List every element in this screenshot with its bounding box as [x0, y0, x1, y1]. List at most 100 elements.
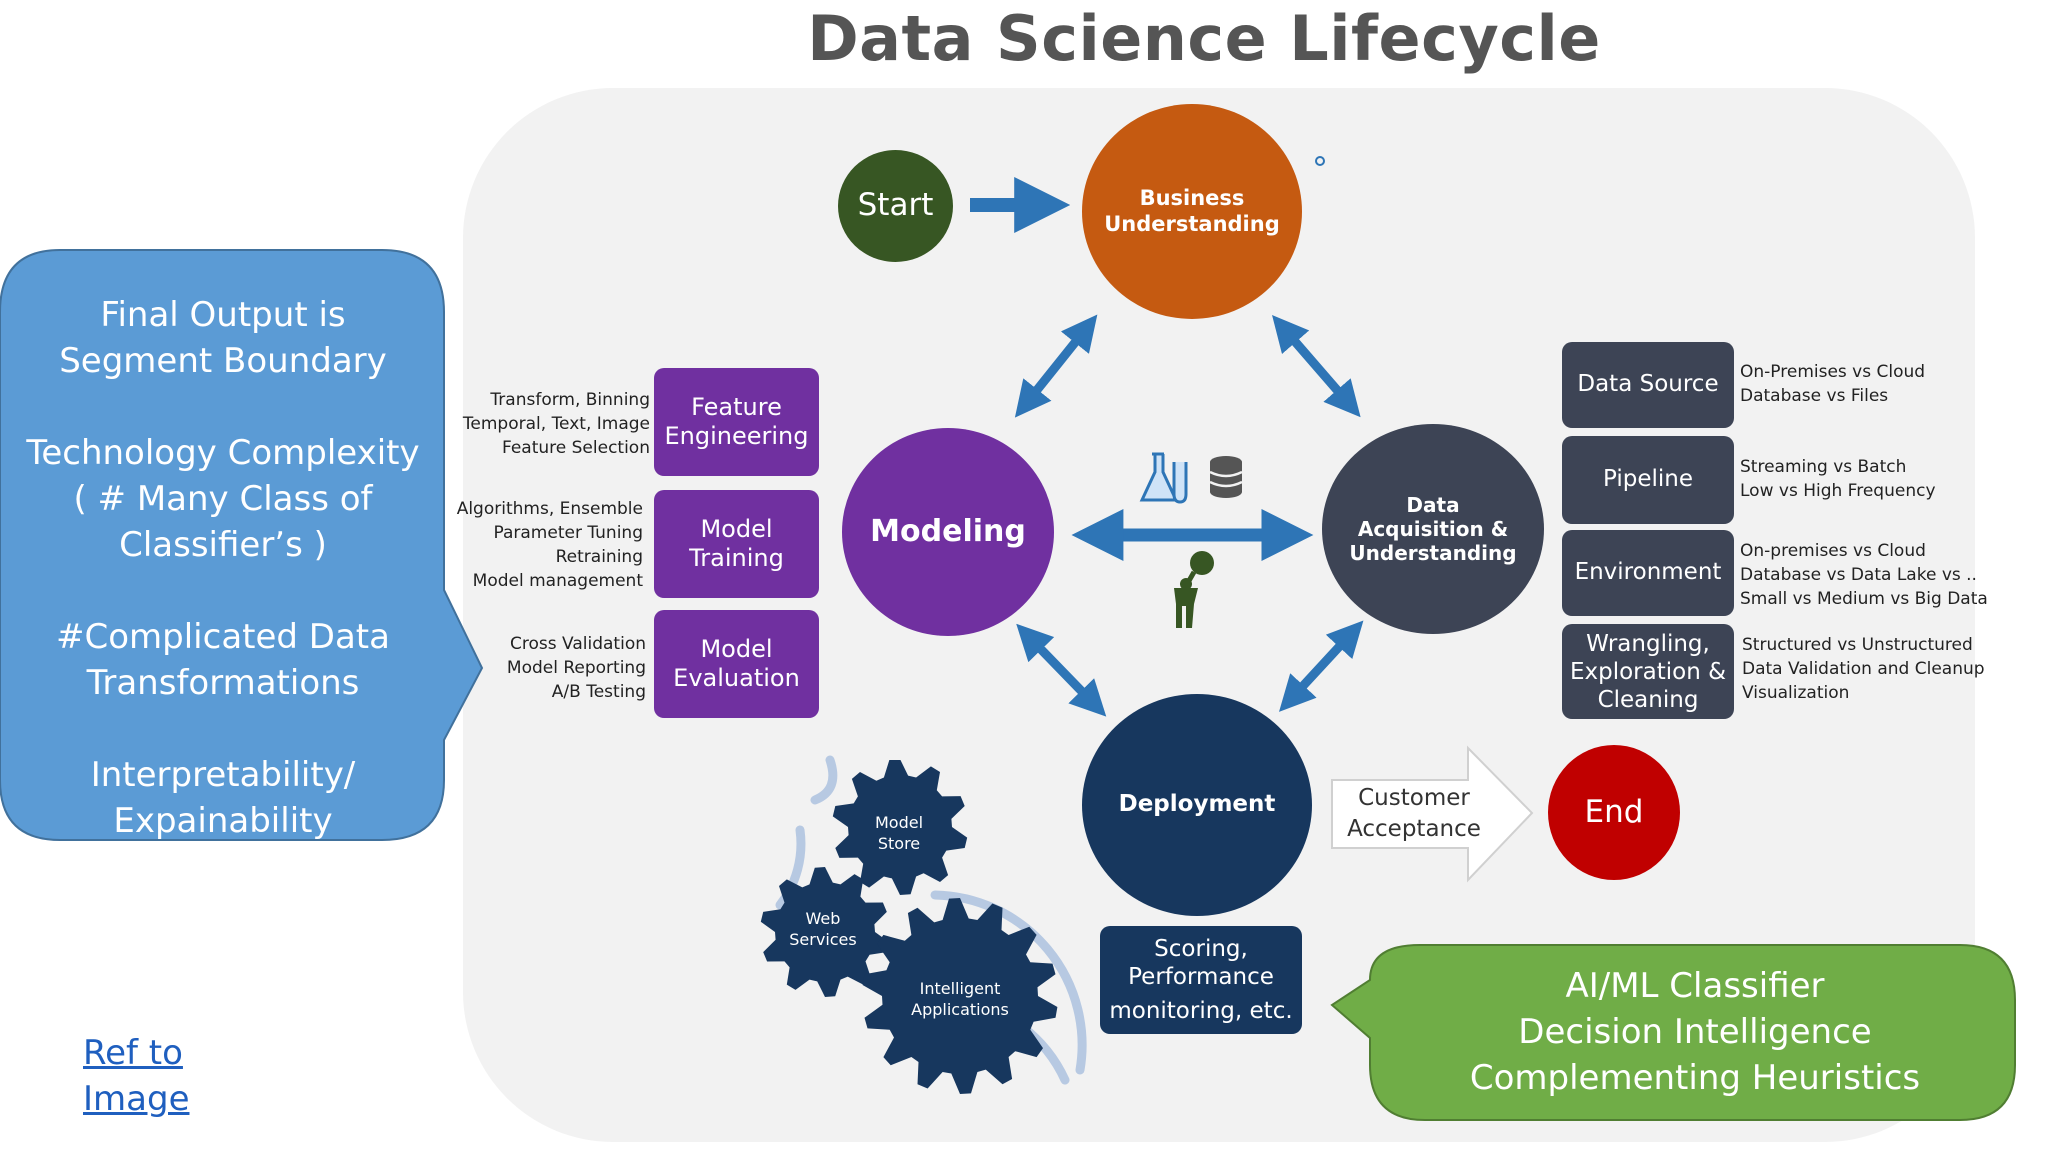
wrangling-box: Wrangling, Exploration & Cleaning [1562, 624, 1734, 719]
model-training-box: Model Training [654, 490, 819, 598]
callout-line: Segment Boundary [59, 341, 387, 381]
start-node: Start [838, 150, 953, 262]
gear-label-line: Web [805, 909, 841, 928]
model-training-notes: Algorithms, Ensemble Parameter Tuning Re… [450, 497, 643, 593]
scoring-box: Scoring, Performance monitoring, etc. [1100, 926, 1302, 1034]
environment-box: Environment [1562, 530, 1734, 616]
modeling-node: Modeling [842, 428, 1054, 636]
environment-notes: On-premises vs Cloud Database vs Data La… [1740, 539, 2030, 611]
callout-line: AI/ML Classifier [1565, 966, 1825, 1006]
note-line: Database vs Data Lake vs .. [1740, 565, 1977, 585]
callout-line: Interpretability/ [90, 755, 356, 795]
right-callout-text: AI/ML Classifier Decision Intelligence C… [1380, 963, 2010, 1101]
callout-line: ( # Many Class of [73, 479, 373, 519]
arrow-business-modeling [1014, 314, 1098, 418]
gears-group [760, 760, 1058, 1094]
database-icon [1209, 456, 1243, 498]
note-line: Algorithms, Ensemble [456, 499, 643, 519]
business-label-line-1: Business [1139, 186, 1245, 211]
note-line: Transform, Binning [490, 390, 650, 410]
model-store-gear-label: Model Store [854, 812, 944, 854]
left-callout-text: Final Output is Segment Boundary Technol… [8, 292, 438, 844]
note-line: Low vs High Frequency [1740, 481, 1936, 501]
callout-spacer [8, 568, 438, 614]
callout-line: #Complicated Data [56, 617, 390, 657]
callout-line: Classifier’s ) [119, 525, 327, 565]
callout-line: Transformations [86, 663, 360, 703]
feature-engineering-line-1: Feature [691, 393, 782, 422]
note-line: Cross Validation [510, 634, 646, 654]
note-line: Structured vs Unstructured [1742, 635, 1973, 655]
web-services-gear-icon [760, 867, 890, 997]
end-node: End [1548, 745, 1680, 880]
note-line: Small vs Medium vs Big Data [1740, 589, 1988, 609]
right-callout-shape [1330, 944, 2016, 1121]
note-line: Model management [472, 571, 643, 591]
note-line: On-premises vs Cloud [1740, 541, 1926, 561]
feature-engineering-notes: Transform, Binning Temporal, Text, Image… [460, 388, 650, 460]
arrow-modeling-deployment [1016, 623, 1107, 717]
start-label: Start [857, 187, 934, 224]
link-line-1: Ref to [83, 1033, 183, 1073]
model-store-gear-icon [832, 760, 968, 895]
pipeline-box: Pipeline [1562, 436, 1734, 524]
business-understanding-node: Business Understanding [1082, 104, 1302, 319]
gear-label-line: Applications [911, 1000, 1009, 1019]
acquisition-label-line-3: Understanding [1349, 541, 1517, 565]
modeling-label: Modeling [870, 514, 1026, 549]
deployment-label: Deployment [1118, 791, 1276, 818]
acquisition-label-line-1: Data [1406, 493, 1460, 517]
scoring-line-1: Scoring, [1154, 936, 1248, 962]
pipeline-notes: Streaming vs Batch Low vs High Frequency [1740, 455, 2020, 503]
link-line-2: Image [83, 1079, 190, 1119]
end-label: End [1584, 793, 1644, 830]
intelligent-applications-gear-label: Intelligent Applications [900, 978, 1020, 1020]
callout-spacer [8, 384, 438, 430]
note-line: Model Reporting [506, 658, 646, 678]
marker-dot [1315, 156, 1325, 166]
model-evaluation-line-1: Model [700, 635, 773, 664]
scoring-line-2: Performance [1128, 964, 1274, 990]
wrangling-notes: Structured vs Unstructured Data Validati… [1742, 633, 2032, 705]
note-line: Database vs Files [1740, 386, 1889, 406]
gear-label-line: Model [874, 813, 924, 832]
note-line: Retraining [555, 547, 643, 567]
wrangling-line-1: Wrangling, [1586, 630, 1710, 657]
gear-label-line: Services [789, 930, 857, 949]
web-services-gear-label: Web Services [778, 908, 868, 950]
wrangling-line-2: Exploration & [1569, 658, 1727, 685]
feature-engineering-line-2: Engineering [664, 422, 809, 450]
ref-to-image-link[interactable]: Ref to Image [83, 1030, 243, 1122]
model-training-line-1: Model [700, 515, 773, 544]
data-source-box: Data Source [1562, 342, 1734, 428]
gear-label-line: Store [877, 834, 921, 853]
model-evaluation-box: Model Evaluation [654, 610, 819, 718]
model-training-line-2: Training [689, 544, 784, 572]
business-label-line-2: Understanding [1104, 211, 1280, 236]
feature-engineering-box: Feature Engineering [654, 368, 819, 476]
customer-acceptance-line-2: Acceptance [1347, 816, 1481, 842]
note-line: On-Premises vs Cloud [1740, 362, 1926, 382]
customer-acceptance-label: Customer Acceptance [1334, 783, 1494, 845]
note-line: Parameter Tuning [493, 523, 644, 543]
note-line: Data Validation and Cleanup [1742, 659, 1985, 679]
arrow-deployment-to-end [1331, 745, 1534, 883]
callout-line: Expainability [113, 801, 333, 841]
gear-label-line: Intelligent [919, 979, 1001, 998]
callout-line: Complementing Heuristics [1469, 1058, 1921, 1098]
data-icons [1139, 452, 1243, 504]
scoring-line-3: monitoring, etc. [1109, 998, 1293, 1024]
note-line: Streaming vs Batch [1740, 457, 1907, 477]
wrangling-line-3: Cleaning [1597, 686, 1699, 713]
deployment-node: Deployment [1082, 694, 1312, 916]
acquisition-label-line-2: Acquisition & [1357, 517, 1509, 541]
person-magnifier-icon [1174, 551, 1214, 628]
callout-spacer [8, 706, 438, 752]
data-source-notes: On-Premises vs Cloud Database vs Files [1740, 360, 2020, 408]
page-title: Data Science Lifecycle [807, 2, 1601, 75]
data-source-label: Data Source [1577, 371, 1719, 398]
arrow-business-acquisition [1272, 315, 1361, 418]
